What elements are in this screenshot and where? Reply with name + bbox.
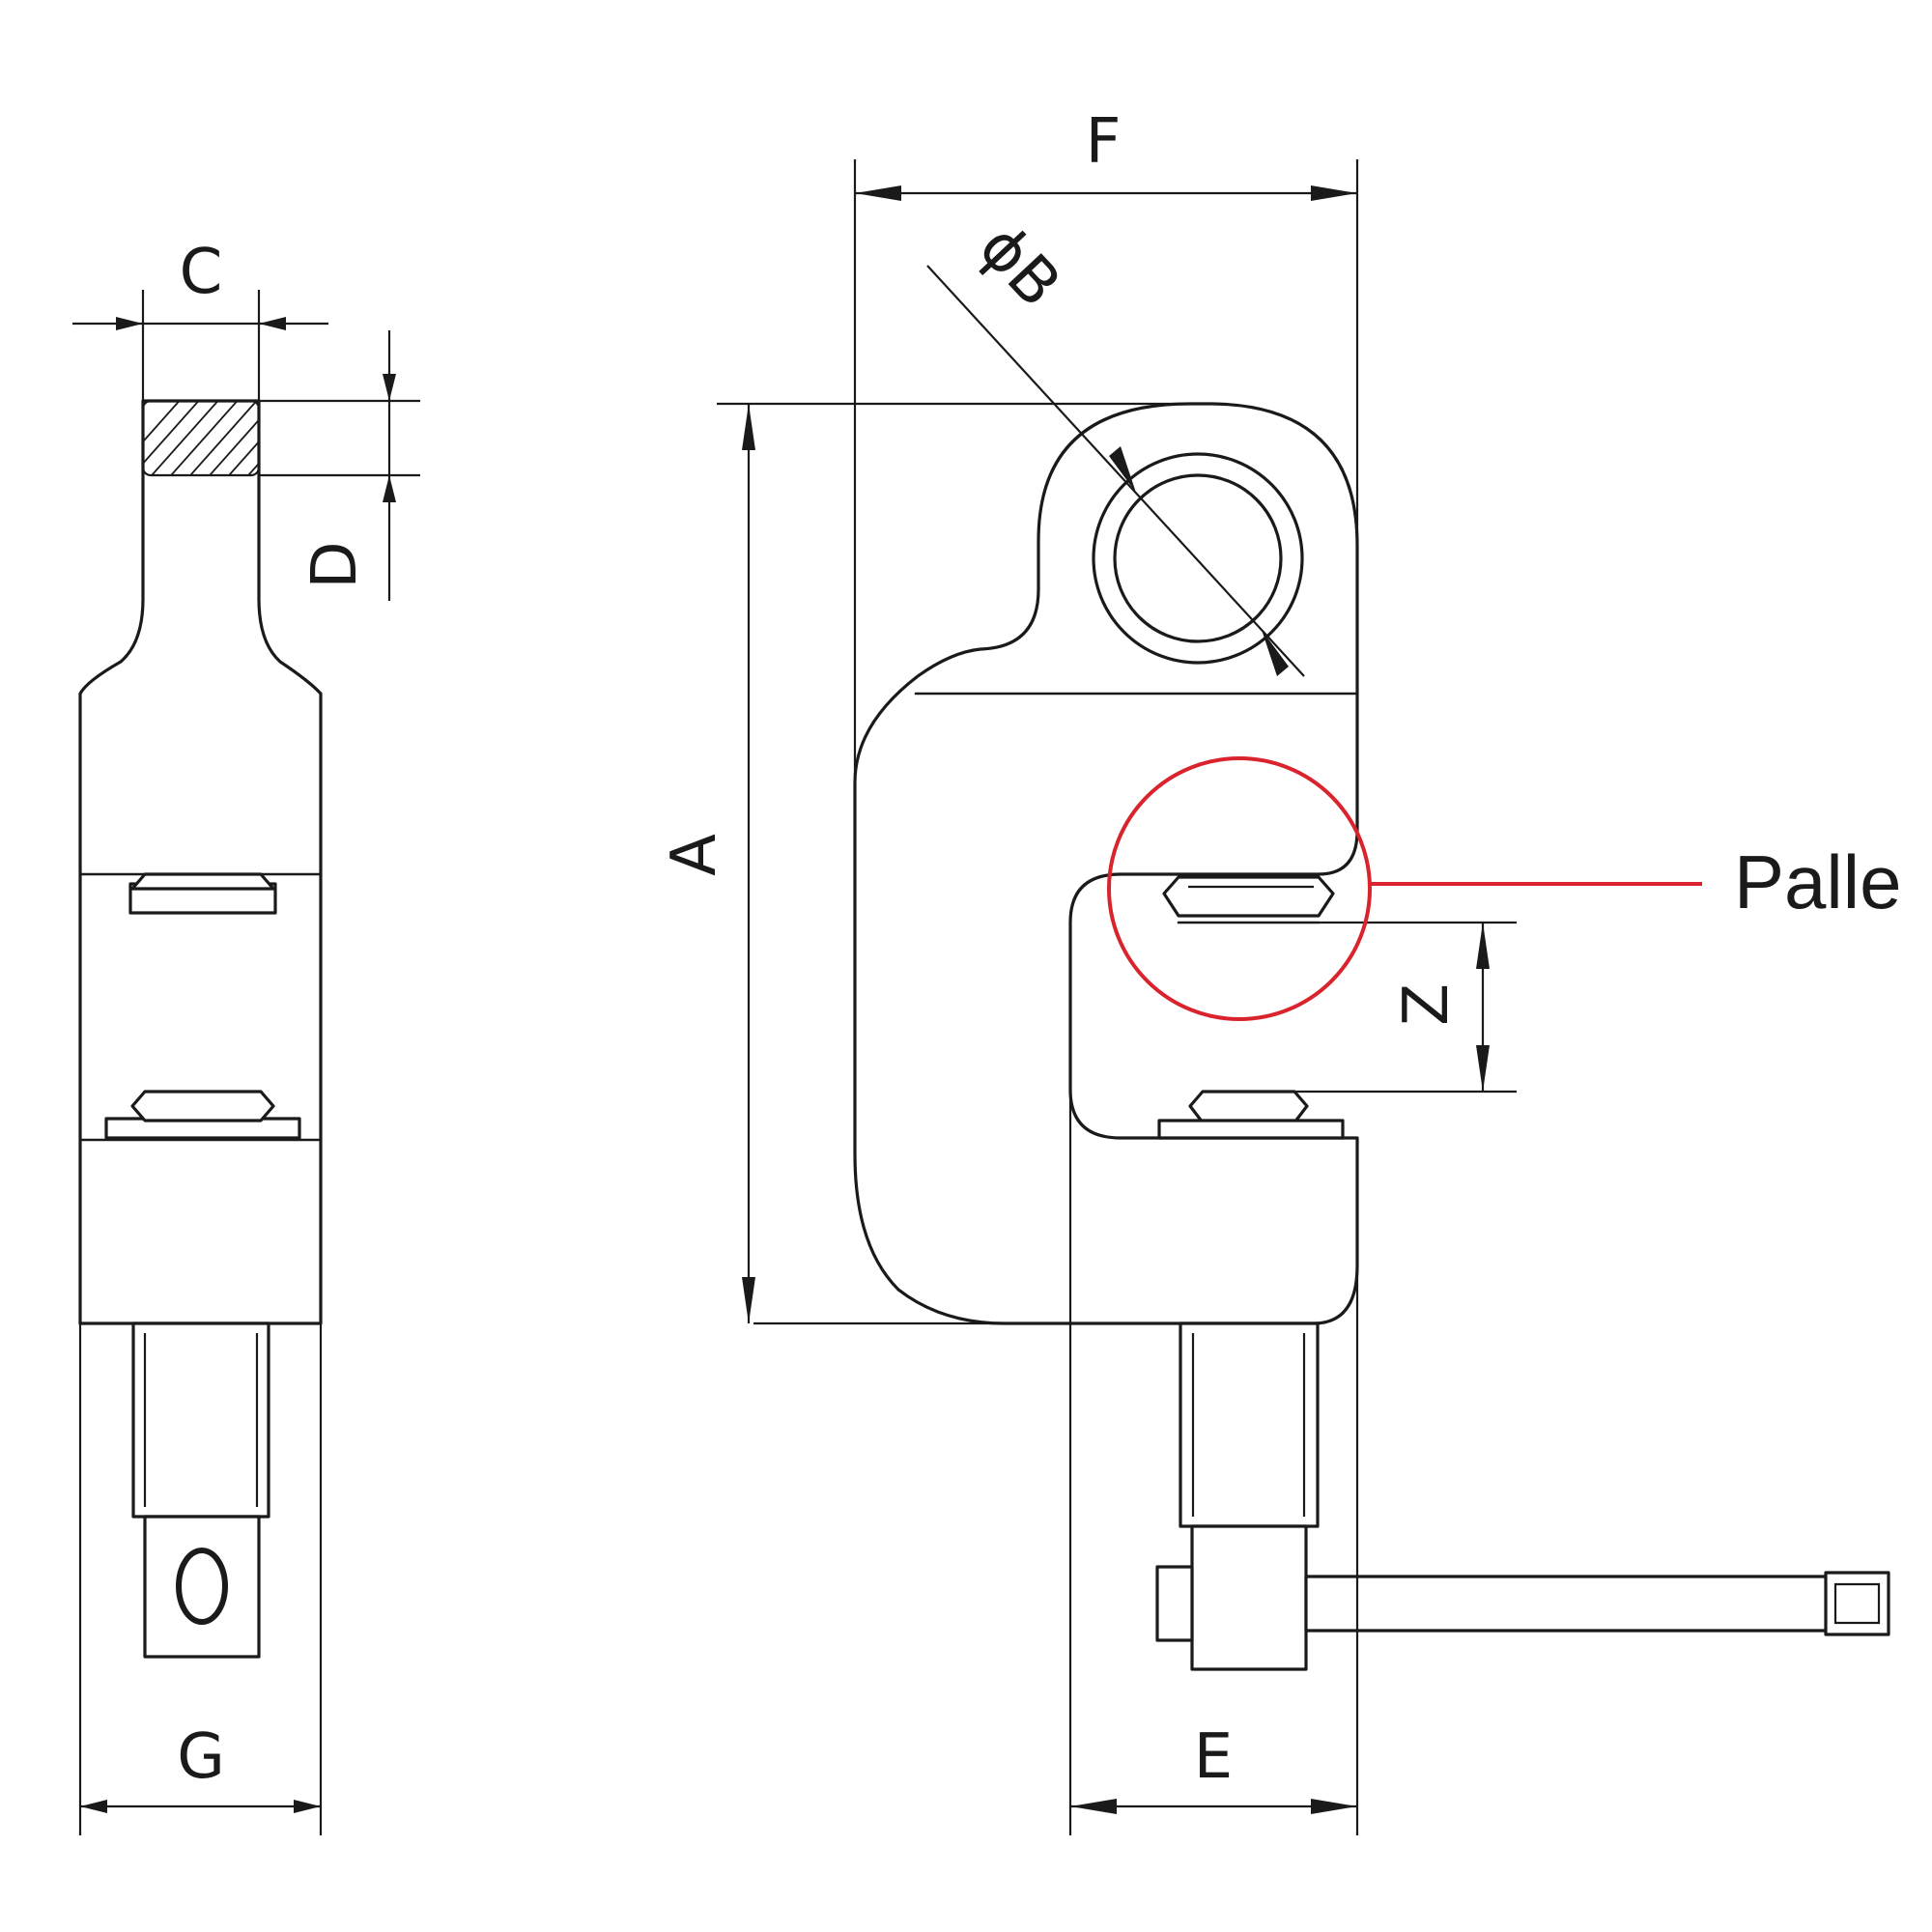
dimension-a: A [659,402,1212,1325]
dimension-label-f: F [1086,106,1122,178]
side-spindle-hole [176,1548,228,1625]
palle-callout-label: Palle [1734,839,1901,924]
handle-bar [1304,1575,1883,1633]
dimension-label-z: Z [1391,983,1463,1026]
side-spindle [131,1321,270,1519]
palle-callout: Palle [1107,756,1901,1021]
dimension-label-e: E [1194,1721,1233,1793]
upper-pad [1162,875,1335,918]
dimension-e: E [1068,1090,1359,1835]
shackle-eye-inner [1113,473,1283,643]
dimension-label-a: A [659,834,730,876]
dimension-d: D [259,330,420,601]
spindle-head [1190,1524,1308,1671]
dimension-f: F [853,106,1359,782]
section-hatch [143,401,259,475]
front-view [853,402,1890,1671]
dimension-z: Z [1294,921,1517,1094]
lower-pad [1188,1090,1309,1124]
dimension-c: C [72,237,328,401]
side-view [78,399,323,1659]
side-view-shackle-neck [78,399,323,1325]
spindle [1179,1321,1320,1528]
palle-callout-circle [1107,756,1372,1021]
dimension-label-g: G [177,1721,225,1793]
dimension-g: G [78,1323,323,1835]
dimension-label-b: ϕB [965,212,1074,321]
dimension-label-c: C [180,237,223,308]
handle-knob-right [1824,1571,1890,1636]
dimension-label-d: D [299,541,371,588]
section-hatch-box [141,399,261,477]
handle-knob-left [1155,1565,1194,1642]
